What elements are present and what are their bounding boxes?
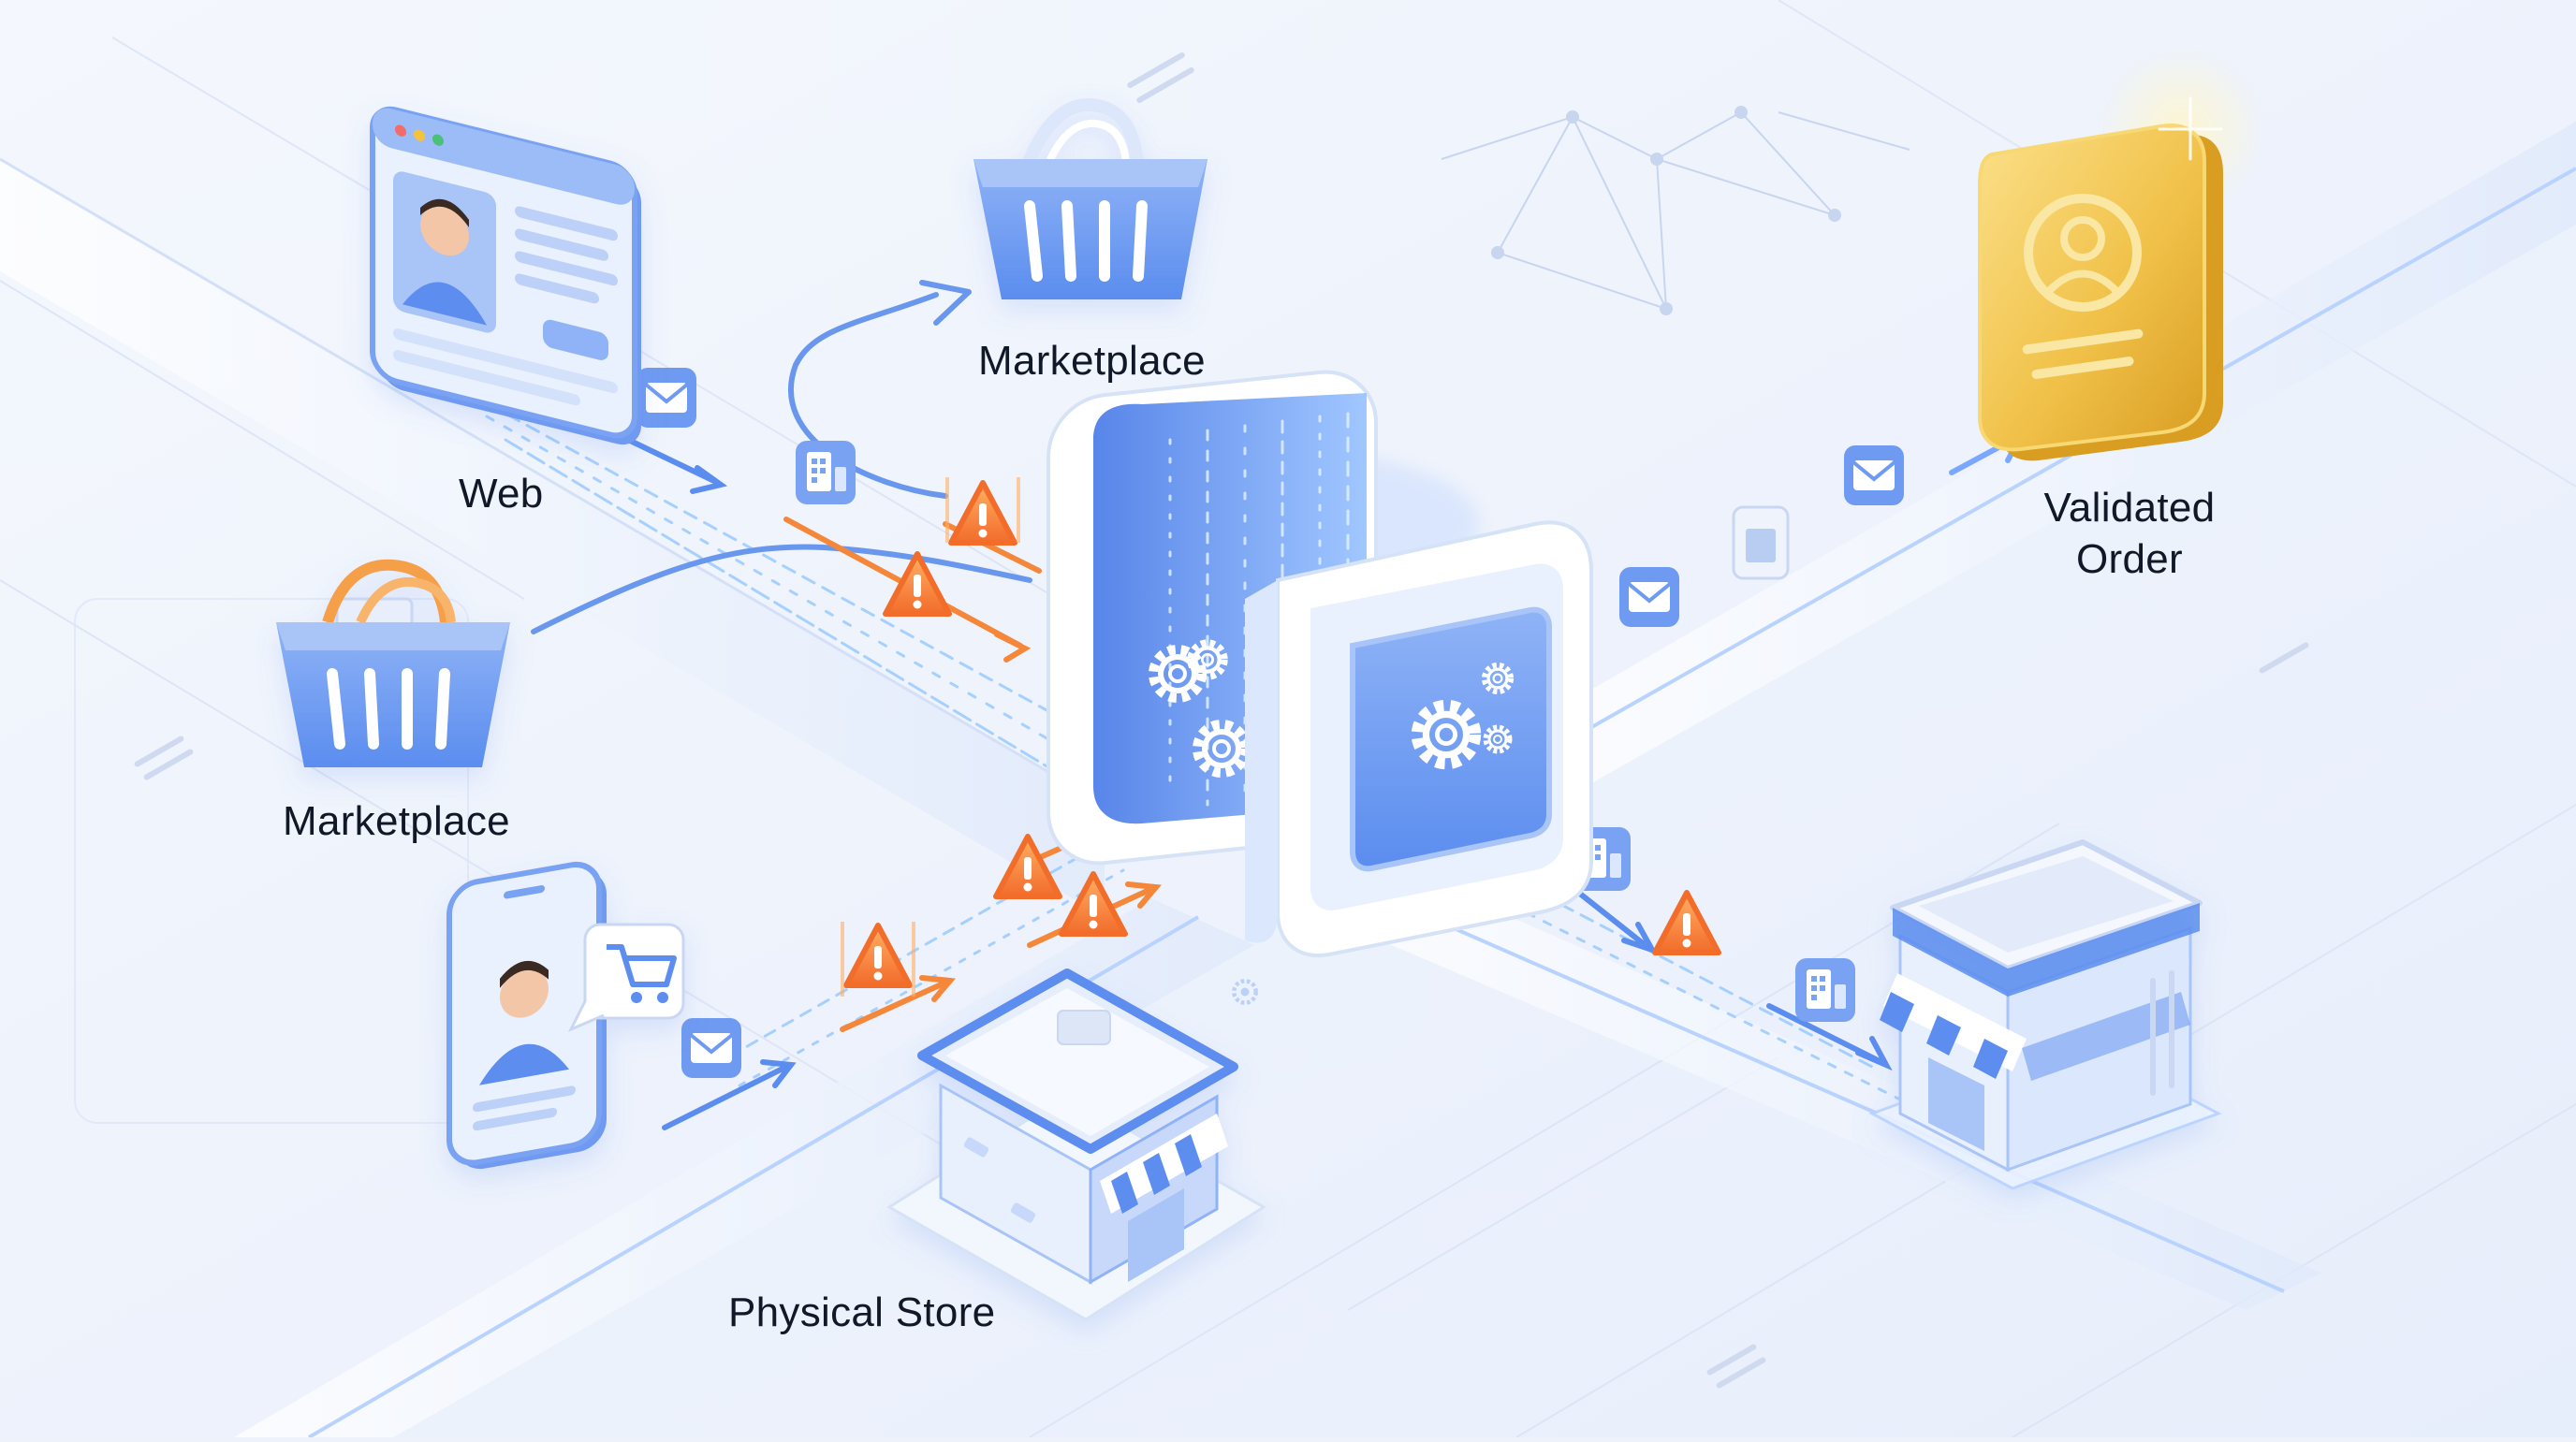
marketplace-left-source	[276, 559, 510, 767]
gear-icon	[1232, 979, 1258, 1005]
browser-profile-icon	[370, 106, 641, 445]
mobile-source	[446, 861, 685, 1170]
road-right	[1553, 122, 2576, 805]
envelope-icon	[1842, 444, 1906, 507]
shopping-basket-icon	[276, 559, 510, 767]
label-marketplace-top: Marketplace	[978, 338, 1206, 384]
label-validated-order: Validated Order	[2031, 482, 2228, 585]
road-upper-left	[0, 157, 1105, 917]
validated-order-output	[1978, 47, 2265, 461]
envelope-icon	[635, 366, 698, 430]
route-from-marketplace-left	[531, 544, 1032, 634]
physical-store-left	[886, 969, 1266, 1321]
storefront-icon	[1868, 839, 2222, 1190]
label-web: Web	[459, 471, 544, 517]
gear-processor-icon	[1046, 370, 1593, 958]
marketplace-top-source	[973, 97, 1208, 299]
document-icon	[1795, 958, 1855, 1022]
gold-profile-card-icon	[1978, 124, 2223, 461]
storefront-icon	[886, 969, 1266, 1321]
label-validated-order-line2: Order	[2076, 536, 2183, 582]
envelope-icon	[1617, 565, 1681, 629]
physical-store-right	[1868, 839, 2222, 1190]
envelope-icon	[680, 1016, 743, 1080]
document-icon	[1732, 505, 1790, 580]
label-marketplace-left: Marketplace	[283, 798, 510, 844]
order-processor	[1046, 370, 1593, 958]
phone-profile-icon	[446, 861, 607, 1170]
document-icon	[796, 441, 856, 504]
label-validated-order-line1: Validated	[2043, 485, 2216, 531]
label-physical-store: Physical Store	[728, 1289, 996, 1335]
route-to-marketplace-top	[787, 280, 972, 499]
web-source	[370, 106, 641, 445]
shopping-basket-icon	[973, 97, 1208, 299]
cart-icon	[567, 923, 685, 1032]
road-lower-right	[1348, 870, 2321, 1310]
